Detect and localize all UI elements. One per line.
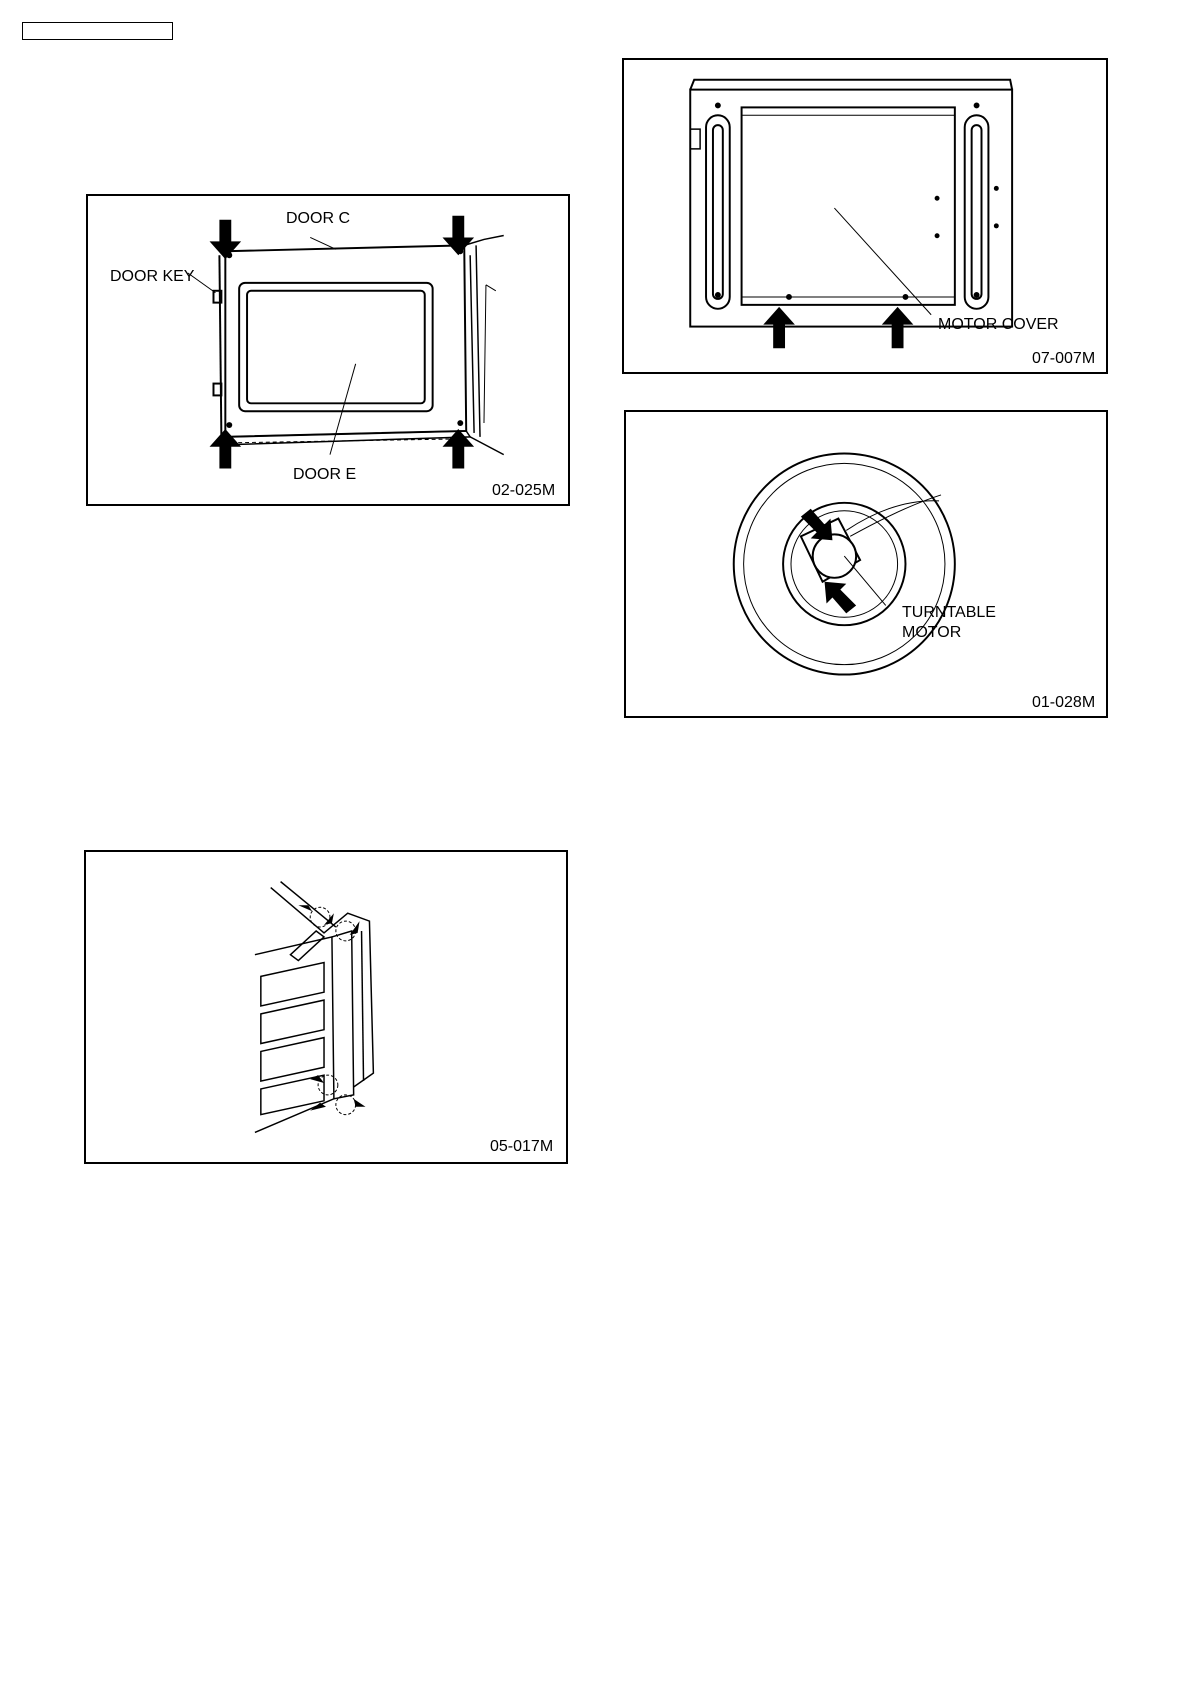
figure-door: DOOR C DOOR KEY DOOR E 02-025M — [86, 194, 570, 506]
label-door-key: DOOR KEY — [110, 268, 194, 286]
label-motor-cover: MOTOR COVER — [938, 316, 1059, 334]
turntable-illustration — [626, 412, 1106, 716]
arrow-down-icon — [210, 220, 242, 259]
arrow-down-icon — [443, 216, 475, 255]
figure-code: 07-007M — [1032, 350, 1095, 368]
arrow-up-icon — [210, 429, 242, 468]
cavity-illustration — [86, 852, 566, 1162]
arrow-icon — [354, 1099, 366, 1107]
arrow-up-icon — [882, 307, 914, 348]
figure-turntable: TURNTABLE MOTOR 01-028M — [624, 410, 1108, 718]
label-door-c: DOOR C — [286, 210, 350, 228]
figure-base: MOTOR COVER 07-007M — [622, 58, 1108, 374]
arrow-up-icon — [763, 307, 795, 348]
page-header-box — [22, 22, 173, 40]
figure-code: 05-017M — [490, 1138, 553, 1156]
arrow-icon — [825, 582, 857, 614]
figure-code: 02-025M — [492, 482, 555, 500]
figure-cavity: 05-017M — [84, 850, 568, 1164]
figure-code: 01-028M — [1032, 694, 1095, 712]
label-turntable-motor-line1: TURNTABLE — [902, 604, 996, 622]
door-illustration — [88, 196, 568, 504]
label-turntable-motor-line2: MOTOR — [902, 624, 961, 642]
label-door-e: DOOR E — [293, 466, 356, 484]
